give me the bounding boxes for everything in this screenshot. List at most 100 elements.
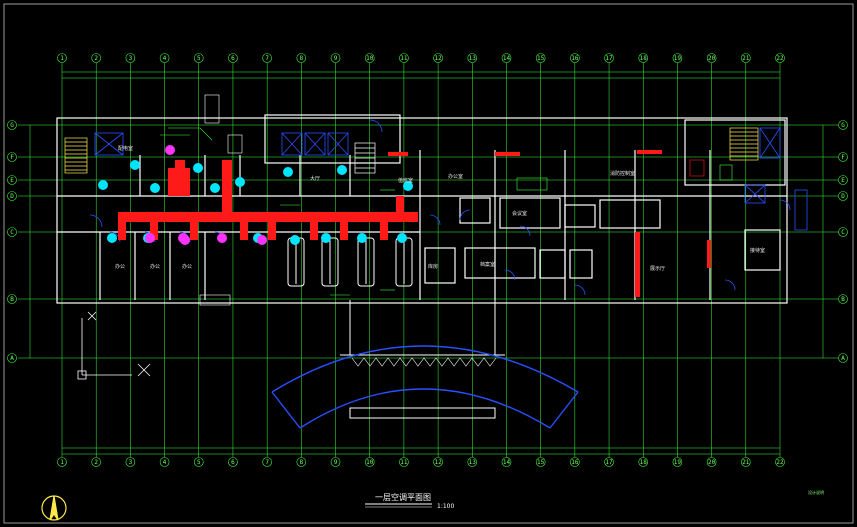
grid-column-bubble — [159, 53, 170, 63]
grid-column-bubble — [741, 457, 751, 467]
grid-column-label: 2 — [94, 55, 98, 62]
grid-column-label: 3 — [129, 459, 133, 466]
drawing-title-block: 一层空调平面图 1:100 设计说明 — [365, 489, 824, 510]
entrance-canopy — [340, 300, 505, 419]
grid-column-label: 17 — [605, 55, 613, 62]
grid-column-bubble — [706, 457, 717, 467]
fan-coil-unit — [321, 233, 331, 243]
grid-column-label: 13 — [469, 459, 477, 466]
grid-row-bubble — [7, 120, 17, 130]
grid-column-label: 14 — [503, 55, 511, 62]
room-label-r8: 消防控制室 — [610, 170, 635, 177]
fan-coil-unit — [193, 163, 203, 173]
grid-column-label: 3 — [129, 55, 133, 62]
sheet-border — [3, 3, 854, 524]
axis-grid: 1122334455667788991010111112121313141415… — [7, 53, 848, 467]
fan-coil-unit — [145, 233, 155, 243]
grid-column-label: 4 — [163, 459, 167, 466]
room-label-r9: 会议室 — [512, 210, 527, 217]
grid-column-label: 17 — [605, 459, 613, 466]
grid-column-bubble — [399, 53, 409, 63]
room-label-r10: 档案室 — [480, 261, 495, 268]
grid-column-label: 7 — [265, 55, 269, 62]
grid-row-bubble — [838, 353, 848, 363]
grid-column-bubble — [433, 457, 443, 467]
fan-coil-unit — [150, 183, 160, 193]
grid-column-label: 15 — [537, 459, 545, 466]
grid-column-bubble — [228, 53, 238, 63]
grid-column-bubble — [399, 457, 409, 467]
fan-coil-unit — [217, 233, 227, 243]
room-label-r3: 办公 — [150, 263, 160, 270]
grid-row-bubble — [7, 152, 17, 162]
grid-row-label: D — [841, 193, 845, 200]
grid-row-label: B — [841, 296, 845, 303]
grid-row-label: G — [841, 122, 845, 129]
leader-annotations — [160, 94, 733, 306]
grid-column-label: 10 — [366, 55, 374, 62]
grid-column-bubble — [57, 53, 67, 63]
north-arrow-icon — [41, 495, 67, 521]
grid-column-label: 18 — [640, 55, 648, 62]
grid-column-label: 9 — [334, 55, 338, 62]
room-label-r1: 配电室 — [118, 145, 133, 152]
room-label-r2: 办公 — [115, 263, 125, 270]
grid-column-bubble — [467, 53, 478, 63]
drawing-scale: 1:100 — [437, 503, 454, 510]
grid-column-label: 11 — [400, 459, 408, 466]
grid-column-bubble — [672, 53, 683, 63]
grid-column-label: 10 — [366, 459, 374, 466]
fan-coil-unit — [210, 183, 220, 193]
grid-row-label: C — [841, 229, 845, 236]
grid-column-label: 8 — [300, 459, 304, 466]
air-handling-units — [287, 237, 413, 287]
grid-column-label: 11 — [400, 55, 408, 62]
grid-column-label: 12 — [434, 459, 442, 466]
grid-column-bubble — [706, 53, 717, 63]
curved-canopy — [271, 345, 579, 429]
drawing-note: 设计说明 — [808, 489, 824, 495]
grid-column-label: 20 — [708, 55, 716, 62]
fan-coil-unit — [165, 145, 175, 155]
stairs — [64, 127, 759, 174]
grid-row-label: F — [841, 154, 845, 161]
grid-column-label: 2 — [94, 459, 98, 466]
grid-column-label: 6 — [231, 459, 235, 466]
grid-column-label: 21 — [742, 55, 750, 62]
grid-column-bubble — [741, 53, 751, 63]
grid-column-bubble — [364, 53, 375, 63]
canopy-zigzag — [351, 357, 497, 367]
grid-column-label: 15 — [537, 55, 545, 62]
grid-column-label: 12 — [434, 55, 442, 62]
ucs-icon — [77, 311, 151, 380]
grid-column-bubble — [262, 53, 272, 63]
grid-column-bubble — [604, 457, 614, 467]
fan-coil-unit — [235, 177, 245, 187]
room-label-r12: 库房 — [428, 263, 438, 270]
room-labels: 配电室 办公 办公 办公 大厅 值班室 办公室 消防控制室 会议室 档案室 接待… — [115, 145, 765, 272]
grid-row-label: F — [10, 154, 14, 161]
grid-column-bubble — [570, 457, 580, 467]
fan-coil-unit — [403, 181, 413, 191]
grid-column-label: 9 — [334, 459, 338, 466]
grid-column-label: 16 — [571, 459, 579, 466]
grid-row-label: A — [841, 355, 845, 362]
grid-row-bubble — [838, 120, 848, 130]
room-label-r11: 接待室 — [750, 247, 765, 254]
grid-column-label: 22 — [776, 55, 784, 62]
grid-column-bubble — [775, 53, 785, 63]
grid-row-label: B — [10, 296, 14, 303]
grid-column-label: 19 — [674, 459, 682, 466]
grid-column-bubble — [330, 53, 341, 63]
grid-row-label: E — [841, 177, 845, 184]
fan-coil-units — [98, 145, 413, 245]
fan-coil-unit — [357, 233, 367, 243]
grid-column-label: 21 — [742, 459, 750, 466]
grid-column-bubble — [570, 53, 580, 63]
fan-coil-unit — [283, 167, 293, 177]
grid-column-label: 20 — [708, 459, 716, 466]
grid-column-label: 14 — [503, 459, 511, 466]
grid-column-bubble — [91, 53, 101, 63]
